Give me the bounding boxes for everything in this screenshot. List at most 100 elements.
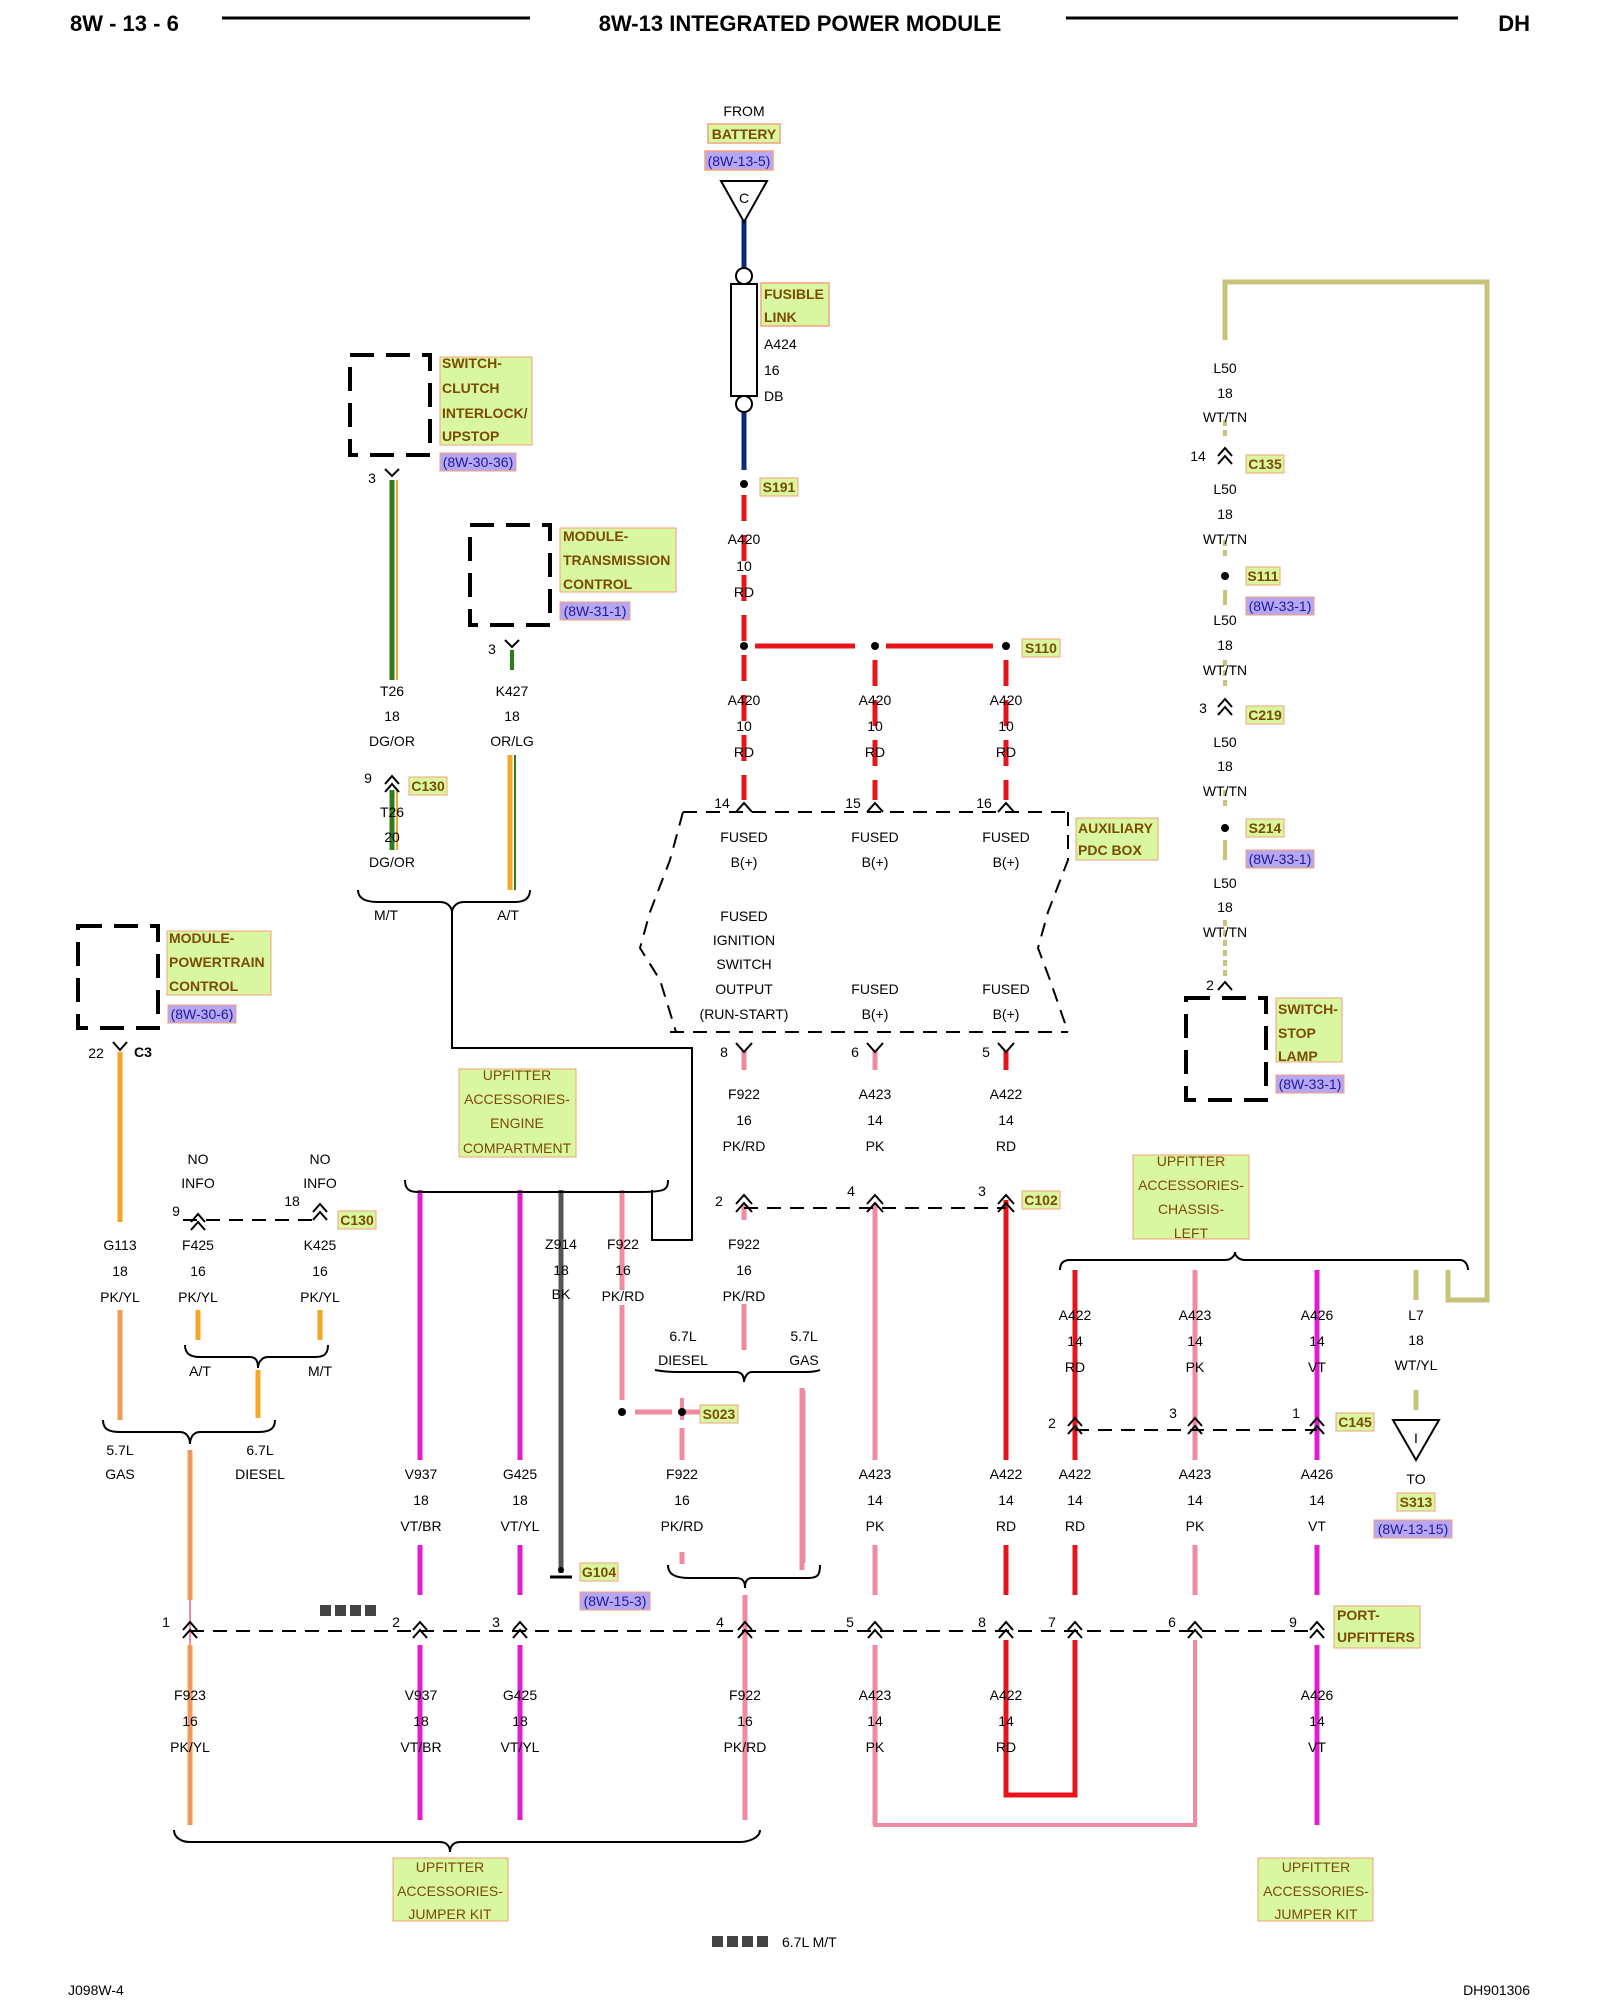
svg-text:DIESEL: DIESEL — [658, 1352, 708, 1368]
port-pin-symbol — [1067, 1620, 1083, 1639]
pdc-box: 14 15 16 AUXILIARY PDC BOX FUSED B(+) FU… — [700, 795, 1159, 1060]
brackets — [102, 889, 1469, 1853]
svg-text:14: 14 — [1187, 1492, 1203, 1508]
svg-text:4: 4 — [847, 1183, 855, 1199]
svg-text:GAS: GAS — [105, 1466, 135, 1482]
svg-text:PK: PK — [866, 1739, 885, 1755]
svg-text:T26: T26 — [380, 804, 404, 820]
svg-text:T26: T26 — [380, 683, 404, 699]
svg-text:18: 18 — [413, 1492, 429, 1508]
svg-text:STOP: STOP — [1278, 1025, 1316, 1041]
svg-text:WT/TN: WT/TN — [1203, 924, 1247, 940]
svg-text:18: 18 — [384, 708, 400, 724]
svg-text:M/T: M/T — [308, 1363, 333, 1379]
port-pin-symbol — [512, 1620, 528, 1639]
svg-text:UPFITTER: UPFITTER — [1157, 1153, 1225, 1169]
svg-text:3: 3 — [1199, 700, 1207, 716]
svg-text:PORT-: PORT- — [1337, 1607, 1380, 1623]
port-pin-symbol — [182, 1620, 198, 1639]
svg-text:F425: F425 — [182, 1237, 214, 1253]
svg-text:B(+): B(+) — [731, 854, 758, 870]
svg-text:ACCESSORIES-: ACCESSORIES- — [1138, 1177, 1244, 1193]
transmission-module: MODULE- TRANSMISSION CONTROL (8W-31-1) 3… — [488, 527, 677, 749]
svg-text:18: 18 — [1217, 758, 1233, 774]
svg-text:IGNITION: IGNITION — [713, 932, 775, 948]
svg-text:NO: NO — [310, 1151, 331, 1167]
svg-text:2: 2 — [1206, 977, 1214, 993]
clutch-switch-box — [348, 353, 432, 457]
port-pin-number: 5 — [846, 1614, 854, 1630]
page-title: 8W-13 INTEGRATED POWER MODULE — [599, 11, 1002, 36]
port-pin-symbol — [737, 1620, 753, 1639]
svg-text:JUMPER KIT: JUMPER KIT — [408, 1906, 492, 1922]
svg-text:18: 18 — [112, 1263, 128, 1279]
svg-text:GAS: GAS — [789, 1352, 819, 1368]
svg-text:FUSED: FUSED — [720, 829, 767, 845]
svg-text:14: 14 — [1309, 1333, 1325, 1349]
svg-text:ACCESSORIES-: ACCESSORIES- — [397, 1883, 503, 1899]
svg-text:22: 22 — [88, 1045, 104, 1061]
footer-code-right: DH901306 — [1463, 1982, 1530, 1998]
svg-text:FUSED: FUSED — [851, 981, 898, 997]
port-pin-symbol — [998, 1620, 1014, 1639]
svg-text:F922: F922 — [728, 1086, 760, 1102]
svg-text:G425: G425 — [503, 1687, 537, 1703]
svg-text:B(+): B(+) — [993, 854, 1020, 870]
svg-text:14: 14 — [1067, 1492, 1083, 1508]
svg-text:18: 18 — [504, 708, 520, 724]
svg-text:DG/OR: DG/OR — [369, 733, 415, 749]
svg-text:16: 16 — [976, 795, 992, 811]
svg-text:PK/RD: PK/RD — [724, 1739, 767, 1755]
svg-text:PK: PK — [866, 1138, 885, 1154]
svg-text:3: 3 — [488, 641, 496, 657]
svg-text:SWITCH-: SWITCH- — [1278, 1001, 1338, 1017]
svg-text:14: 14 — [867, 1112, 883, 1128]
svg-text:UPFITTER: UPFITTER — [416, 1859, 484, 1875]
port-pin-symbol — [867, 1620, 883, 1639]
svg-text:L7: L7 — [1408, 1307, 1424, 1323]
svg-text:F923: F923 — [174, 1687, 206, 1703]
svg-text:RD: RD — [996, 1739, 1016, 1755]
svg-text:A420: A420 — [728, 531, 761, 547]
svg-text:FUSED: FUSED — [982, 829, 1029, 845]
svg-text:UPFITTER: UPFITTER — [1282, 1859, 1350, 1875]
svg-text:V937: V937 — [405, 1466, 438, 1482]
svg-text:16: 16 — [737, 1713, 753, 1729]
svg-text:FUSED: FUSED — [982, 981, 1029, 997]
svg-text:(8W-13-15): (8W-13-15) — [1378, 1521, 1449, 1537]
svg-text:(8W-15-3): (8W-15-3) — [584, 1593, 647, 1609]
svg-text:A426: A426 — [1301, 1687, 1334, 1703]
svg-text:VT/YL: VT/YL — [501, 1518, 540, 1534]
svg-text:DIESEL: DIESEL — [235, 1466, 285, 1482]
svg-text:A420: A420 — [859, 692, 892, 708]
svg-text:DB: DB — [764, 388, 783, 404]
port-pin-number: 7 — [1048, 1614, 1056, 1630]
port-pin-symbol — [412, 1620, 428, 1639]
svg-text:VT: VT — [1308, 1739, 1326, 1755]
svg-text:K427: K427 — [496, 683, 529, 699]
svg-text:18: 18 — [1217, 506, 1233, 522]
svg-text:14: 14 — [1309, 1713, 1325, 1729]
stop-lamp-box — [1184, 996, 1268, 1102]
svg-text:14: 14 — [1190, 448, 1206, 464]
svg-text:WT/TN: WT/TN — [1203, 662, 1247, 678]
ground-g104: G104 — [582, 1564, 616, 1580]
svg-text:14: 14 — [1309, 1492, 1325, 1508]
svg-text:F922: F922 — [666, 1466, 698, 1482]
svg-text:A426: A426 — [1301, 1466, 1334, 1482]
svg-text:LAMP: LAMP — [1278, 1048, 1318, 1064]
svg-text:16: 16 — [182, 1713, 198, 1729]
connector-lines — [183, 811, 1317, 1632]
svg-text:PK/RD: PK/RD — [661, 1518, 704, 1534]
svg-text:G425: G425 — [503, 1466, 537, 1482]
battery-ref: (8W-13-5) — [708, 153, 771, 169]
svg-text:SWITCH: SWITCH — [716, 956, 771, 972]
svg-text:PK/YL: PK/YL — [178, 1289, 218, 1305]
svg-text:PK/YL: PK/YL — [300, 1289, 340, 1305]
svg-text:6.7L: 6.7L — [669, 1328, 696, 1344]
svg-text:COMPARTMENT: COMPARTMENT — [463, 1140, 572, 1156]
svg-text:VT/BR: VT/BR — [400, 1739, 441, 1755]
svg-text:C3: C3 — [134, 1044, 152, 1060]
